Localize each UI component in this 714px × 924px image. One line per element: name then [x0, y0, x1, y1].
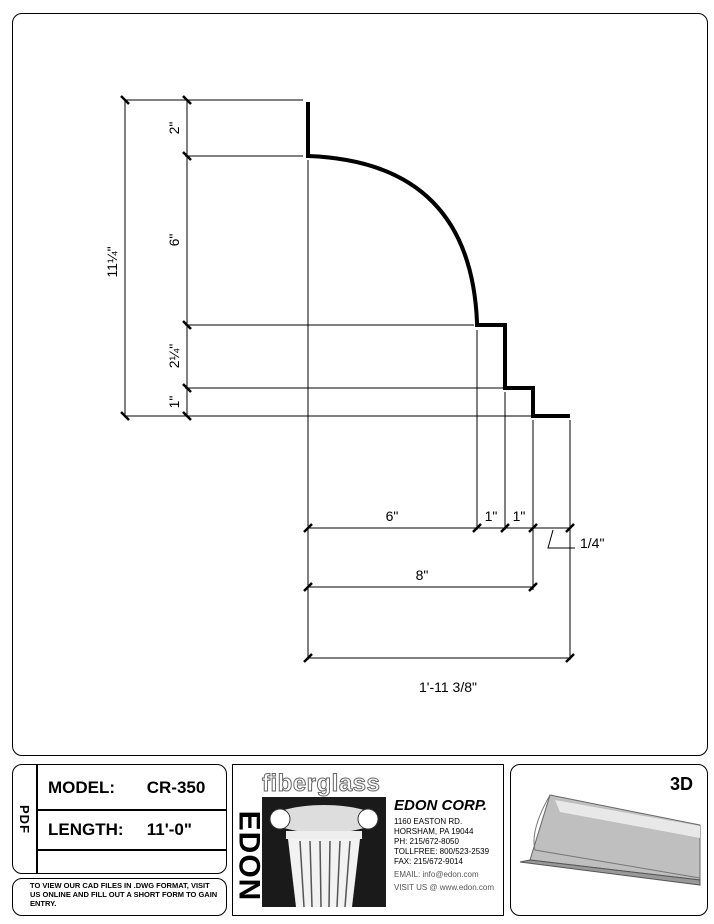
row-divider: [36, 809, 226, 811]
pdf-divider: [36, 764, 38, 874]
phone: PH: 215/672-8050: [394, 837, 459, 846]
model-label: MODEL:: [48, 778, 116, 797]
dim-w-8: 8": [416, 567, 429, 583]
dim-w-6: 6": [386, 508, 399, 524]
cad-note-text[interactable]: TO VIEW OUR CAD FILES IN .DWG FORMAT, VI…: [30, 881, 218, 908]
dim-6: 6": [166, 234, 182, 247]
logo-block: [232, 764, 504, 916]
view-3d-label: 3D: [670, 774, 694, 794]
column-capital-image: [262, 797, 386, 907]
pdf-label[interactable]: PDF: [16, 804, 32, 834]
drawing-frame: [12, 13, 708, 756]
length-value: 11'-0": [146, 820, 192, 839]
dim-height-total: 11¼": [104, 246, 120, 277]
dim-w-1a: 1": [485, 508, 498, 524]
title-block: [12, 764, 227, 874]
model-value: CR-350: [146, 778, 206, 797]
length-row: LENGTH: 11'-0": [48, 820, 192, 840]
model-row: MODEL: CR-350: [48, 778, 205, 798]
fiberglass-wordmark: fiberglass: [261, 770, 381, 798]
dim-w-1b: 1": [513, 508, 526, 524]
dim-w-total: 1'-11 3/8": [419, 679, 477, 695]
dim-1: 1": [166, 396, 182, 409]
tollfree: TOLLFREE: 800/523-2539: [394, 847, 490, 856]
website-link[interactable]: VISIT US @ www.edon.com: [394, 883, 495, 892]
dim-w-quarter: 1/4": [580, 535, 604, 551]
dim-2: 2": [166, 122, 182, 135]
address-line-1: 1160 EASTON RD.: [394, 817, 463, 826]
company-contact: 1160 EASTON RD. HORSHAM, PA 19044 PH: 21…: [394, 817, 494, 893]
fax: FAX: 215/672-9014: [394, 857, 463, 866]
view-3d-box: [510, 764, 708, 916]
edon-vertical-logo: EDON: [232, 810, 265, 902]
company-name: EDON CORP.: [394, 797, 488, 814]
address-line-2: HORSHAM, PA 19044: [394, 827, 474, 836]
length-label: LENGTH:: [48, 820, 124, 839]
row-divider: [36, 849, 226, 851]
dim-2-quarter: 2¼": [166, 344, 182, 368]
email-link[interactable]: EMAIL: info@edon.com: [394, 870, 479, 879]
cad-note-box: [12, 878, 227, 916]
